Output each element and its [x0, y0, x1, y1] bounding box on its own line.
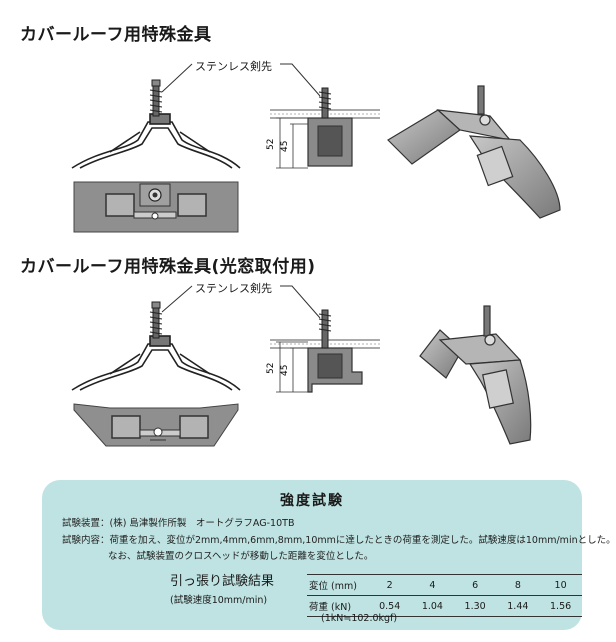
callout-stainless-tip: ステンレス剣先 — [195, 60, 272, 73]
dimension-45: 45 — [280, 141, 290, 152]
bracket-drawings: 52 45 — [71, 63, 561, 447]
table-cell: 0.54 — [368, 595, 412, 617]
table-cell: 4 — [411, 574, 454, 596]
section-title-cover-roof-bracket: カバールーフ用特殊金具 — [20, 25, 212, 45]
table-cell: 8 — [496, 574, 540, 596]
strength-test-title: 強度試験 — [280, 493, 344, 509]
dimension-lines-2 — [276, 341, 308, 393]
unit-conversion-note: (1kN≒102.0kgf) — [321, 613, 398, 624]
callout-stainless-tip-2: ステンレス剣先 — [195, 282, 272, 295]
table-cell: 10 — [539, 574, 582, 596]
dimension-lines — [276, 117, 308, 169]
table-row-displacement: 変位 (mm) 2 4 6 8 10 — [307, 574, 582, 596]
isometric-view-drawing-2 — [419, 305, 532, 445]
table-cell: 1.30 — [453, 595, 497, 617]
side-view-drawing-2 — [270, 309, 380, 393]
side-view-drawing — [270, 87, 380, 167]
tensile-result-speed: (試験速度10mm/min) — [170, 595, 268, 606]
table-cell: 1.44 — [496, 595, 540, 617]
dimension-52-2: 52 — [266, 363, 276, 374]
table-header-load: 荷重 (kN) — [307, 595, 369, 617]
isometric-view-drawing — [387, 85, 561, 219]
table-cell: 1.56 — [539, 595, 582, 617]
table-row-load: 荷重 (kN) 0.54 1.04 1.30 1.44 1.56 — [307, 595, 582, 617]
dimension-45-2: 45 — [280, 365, 290, 376]
callout-leader-lines-2 — [161, 285, 321, 319]
callout-leader-lines — [161, 63, 321, 97]
table-cell: 2 — [368, 574, 412, 596]
test-content-note: なお、試験装置のクロスヘッドが移動した距離を変位とした。 — [108, 551, 374, 562]
table-cell: 1.04 — [411, 595, 454, 617]
table-header-displacement: 変位 (mm) — [307, 574, 369, 596]
tensile-result-title: 引っ張り試験結果 — [170, 574, 275, 589]
test-equipment-text: 試験装置：(株) 島津製作所製 オートグラフAG-10TB — [62, 518, 295, 529]
front-section-drawing — [71, 113, 241, 169]
table-cell: 6 — [453, 574, 497, 596]
plan-view-drawing-2 — [73, 403, 239, 447]
front-section-drawing-2 — [71, 335, 241, 391]
screw-icon — [149, 79, 163, 117]
strength-test-panel: 強度試験 試験装置：(株) 島津製作所製 オートグラフAG-10TB 試験内容：… — [42, 480, 616, 630]
test-content-text: 試験内容：荷重を加え、変位が2mm,4mm,6mm,8mm,10mmに達したとき… — [62, 535, 616, 546]
dimension-52: 52 — [266, 139, 276, 150]
plan-view-drawing — [73, 181, 239, 233]
tensile-result-table: 変位 (mm) 2 4 6 8 10 荷重 (kN) 0.54 1.04 1.3… — [307, 574, 582, 617]
screw-icon-2 — [149, 301, 163, 339]
section-title-skylight-bracket: カバールーフ用特殊金具(光窓取付用) — [20, 257, 316, 277]
